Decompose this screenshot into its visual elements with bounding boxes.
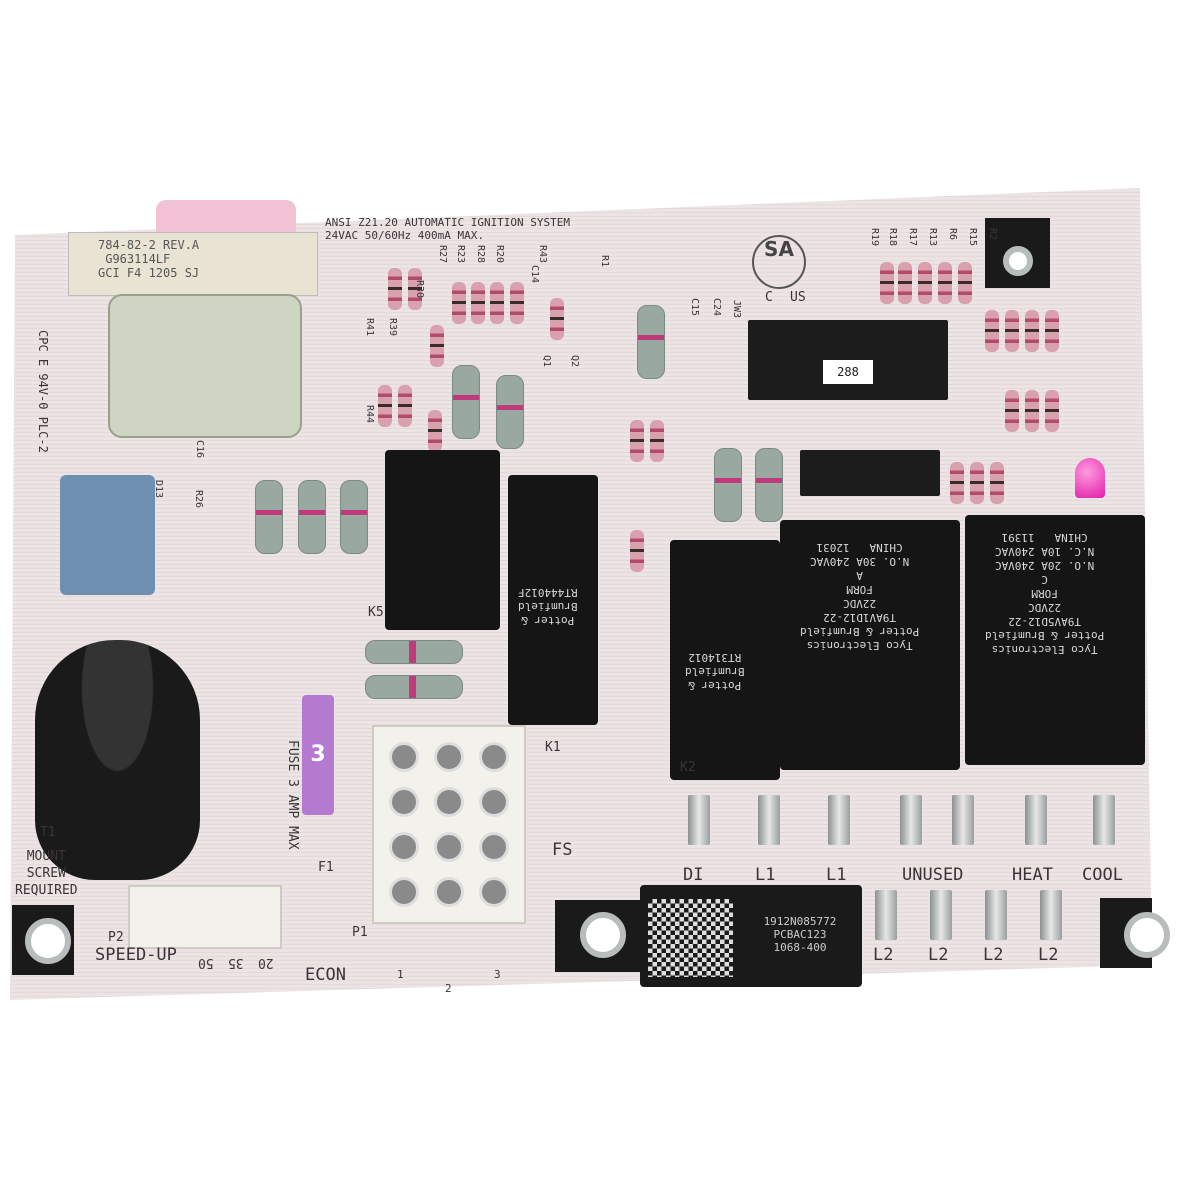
- fuse-rating-text: 3: [310, 742, 326, 767]
- ref-designator-r20: R20: [494, 245, 505, 264]
- datamatrix-code: [648, 899, 733, 977]
- barcode-label: 1912N085772 PCBAC123 1068-400: [640, 885, 862, 987]
- mount-hole-top-right: [1003, 246, 1033, 276]
- serial-number: 1912N085772: [763, 915, 837, 928]
- relay-c-text: Tyco Electronics Potter & Brumfield T9AV…: [985, 531, 1105, 656]
- ref-designator-r44: R44: [364, 405, 375, 424]
- ref-designator-r2: R2: [987, 228, 998, 241]
- ref-designator-c15: C15: [689, 298, 700, 317]
- ref-designator-c14: C14: [529, 265, 540, 284]
- ref-designator-r1: R1: [599, 255, 610, 268]
- mount-hole-bottom-right: [1124, 912, 1170, 958]
- relay-k5: [385, 450, 500, 630]
- mount-hole-bottom-left: [25, 918, 71, 964]
- ref-designator-r18: R18: [887, 228, 898, 247]
- ic-chip: [800, 450, 940, 496]
- connector-p2[interactable]: [128, 885, 282, 949]
- board-header-line2: 24VAC 50/60Hz 400mA MAX.: [325, 229, 484, 242]
- mount-hole-bottom-mid: [580, 912, 626, 958]
- ref-designator-r15: R15: [967, 228, 978, 247]
- p2-label: P2: [108, 930, 124, 945]
- transformer-label: 784-82-2 REV.A G963114LF GCI F4 1205 SJ: [98, 238, 200, 280]
- k1-label: K1: [545, 740, 561, 755]
- chip-label: 288: [823, 360, 873, 384]
- t1-label: T1: [40, 825, 56, 840]
- ref-designator-q2: Q2: [569, 355, 580, 368]
- model-number: 1068-400: [773, 941, 827, 954]
- k5-label: K5: [368, 605, 384, 620]
- transformer: 784-82-2 REV.A G963114LF GCI F4 1205 SJ: [68, 200, 318, 440]
- terminal-l2-4-label: L2: [1038, 945, 1059, 965]
- ref-designator-r23: R23: [455, 245, 466, 264]
- board-header-line1: ANSI Z21.20 AUTOMATIC IGNITION SYSTEM: [325, 216, 571, 229]
- mount-screw-label: MOUNT SCREW REQUIRED: [15, 849, 78, 898]
- fuse-label: FUSE 3 AMP MAX: [285, 740, 300, 850]
- p1-label: P1: [352, 925, 368, 940]
- cert-us: US: [790, 290, 806, 305]
- relay-k2: Potter & Brumfield RT314012: [670, 540, 780, 780]
- speed-35-label: 35: [228, 955, 244, 970]
- terminal-cool-label: COOL: [1082, 865, 1123, 885]
- ref-designator-r27: R27: [437, 245, 448, 264]
- ref-designator-r19: R19: [869, 228, 880, 247]
- f1-label: F1: [318, 860, 334, 875]
- relay-k2-text: Potter & Brumfield RT314012: [685, 651, 745, 692]
- terminal-heat-label: HEAT: [1012, 865, 1053, 885]
- terminal-l1b-label: L1: [826, 865, 847, 885]
- terminal-l2-2-label: L2: [928, 945, 949, 965]
- pin-3-label: 3: [494, 968, 501, 981]
- terminal-unused-label: UNUSED: [902, 865, 964, 885]
- ref-designator-c24: C24: [711, 298, 722, 317]
- terminal-l2-3-label: L2: [983, 945, 1004, 965]
- board-side-text: CPC E 94V-0 PLC-2: [36, 330, 50, 453]
- ref-designator-d13: D13: [153, 480, 164, 499]
- econ-label: ECON: [305, 965, 346, 985]
- fs-label: FS: [552, 840, 573, 860]
- ref-designator-r41: R41: [364, 318, 375, 337]
- connector-12pin[interactable]: [372, 725, 526, 924]
- ref-designator-jw3: JW3: [731, 300, 742, 319]
- speed-50-label: 50: [198, 955, 214, 970]
- terminal-l2-1-label: L2: [873, 945, 894, 965]
- ref-designator-r6: R6: [947, 228, 958, 241]
- ref-designator-r43: R43: [537, 245, 548, 264]
- capacitor-can: [35, 640, 200, 880]
- fuse[interactable]: 3: [302, 695, 334, 815]
- pin-1-label: 1: [397, 968, 404, 981]
- status-led: [1075, 458, 1105, 498]
- relay-k1: Potter & Brumfield RT444012F: [508, 475, 598, 725]
- ref-designator-r17: R17: [907, 228, 918, 247]
- relay-a-text: Tyco Electronics Potter & Brumfield T9AV…: [800, 541, 920, 652]
- csa-cert-mark: SA: [752, 235, 806, 289]
- cert-c: C: [765, 290, 773, 305]
- k2-label: K2: [680, 760, 696, 775]
- relay-c: Tyco Electronics Potter & Brumfield T9AV…: [965, 515, 1145, 765]
- film-capacitor: [60, 475, 155, 595]
- microcontroller-chip: 288: [748, 320, 948, 400]
- speed-20-label: 20: [258, 955, 274, 970]
- ref-designator-q1: Q1: [541, 355, 552, 368]
- ref-designator-r13: R13: [927, 228, 938, 247]
- relay-a: Tyco Electronics Potter & Brumfield T9AV…: [780, 520, 960, 770]
- relay-k1-text: Potter & Brumfield RT444012F: [518, 586, 578, 627]
- pin-2-label: 2: [445, 982, 452, 995]
- terminal-di-label: DI: [683, 865, 704, 885]
- ref-designator-r28: R28: [475, 245, 486, 264]
- terminal-l1-label: L1: [755, 865, 776, 885]
- ref-designator-r30: R30: [414, 280, 425, 299]
- cert-mark-text: SA: [764, 237, 794, 261]
- ref-designator-r26: R26: [193, 490, 204, 509]
- part-number: PCBAC123: [773, 928, 827, 941]
- speed-up-label: SPEED-UP: [95, 945, 177, 965]
- ref-designator-r39: R39: [387, 318, 398, 337]
- ref-designator-c16: C16: [194, 440, 205, 459]
